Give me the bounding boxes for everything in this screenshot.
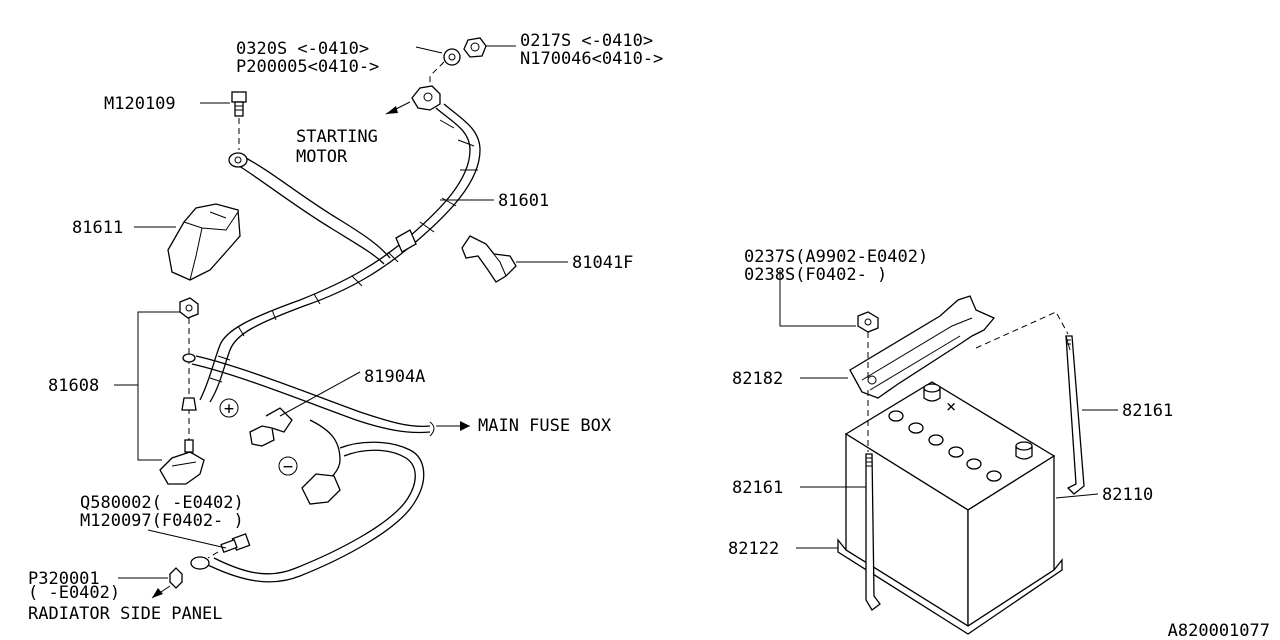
bolt-m120109: [231, 91, 247, 117]
label-82110: 82110: [1102, 485, 1153, 505]
ground-cable-lower-edge: [213, 449, 416, 575]
main-cable-81601-edge: [209, 103, 481, 403]
plus-sign: +: [224, 399, 234, 419]
battery-x-mark: ×: [946, 397, 956, 417]
label-81601: 81601: [498, 191, 549, 211]
battery-tray-82122: [837, 538, 1063, 635]
diagram-id: A820001077: [1168, 621, 1270, 640]
ground-cable-lower: [191, 441, 425, 583]
plus-sign-circle: [219, 398, 239, 418]
minus-sign-circle: [278, 456, 298, 476]
leader-0320s: [415, 46, 443, 54]
arrow-head-radiator: [152, 588, 163, 598]
dash-bracket-to-rod: [975, 311, 1069, 349]
ground-cable-upper-edge: [235, 163, 385, 265]
washer-0320s: [443, 48, 461, 66]
dash-washer-to-terminal: [429, 61, 445, 88]
bolt-m120097: [220, 533, 251, 553]
nut-0237s: [857, 311, 879, 333]
label-81904a: 81904A: [364, 367, 425, 387]
negative-terminal-clamp: [301, 473, 341, 505]
label-p200005: P200005<0410->: [236, 57, 379, 77]
rod-82161-right: [1065, 335, 1085, 495]
leader-81608-bracket: [137, 311, 180, 461]
cable-clamp: [395, 229, 417, 253]
arrow-head-starting-motor: [386, 106, 398, 114]
nut-0217s: [463, 37, 487, 58]
connector-81904a: [249, 407, 293, 447]
cable-stripes: [209, 119, 478, 383]
fuse-cable-edge: [191, 363, 431, 434]
label-starting: STARTING: [296, 127, 378, 147]
bolt-81608: [181, 397, 197, 453]
leader-81904a: [279, 371, 361, 417]
leader-m120097: [147, 529, 227, 549]
label-82122: 82122: [728, 539, 779, 559]
label-82161-right: 82161: [1122, 401, 1173, 421]
positive-terminal-clamp: [159, 451, 205, 485]
nut-81608: [179, 297, 199, 319]
label-81608: 81608: [48, 376, 99, 396]
ground-cable-upper: [241, 155, 391, 259]
bracket-81041f: [461, 235, 517, 283]
ring-terminal-lower: [190, 556, 210, 570]
label-p320001-range: ( -E0402): [28, 583, 120, 603]
label-radiator-side-panel: RADIATOR SIDE PANEL: [28, 604, 222, 624]
clip-p320001: [169, 567, 183, 589]
arrow-head-main-fuse: [460, 421, 470, 431]
terminal-cover-81611: [167, 203, 241, 281]
label-m120097: M120097(F0402- ): [80, 511, 244, 531]
ring-terminal-upper: [228, 152, 248, 168]
washer-81608: [182, 353, 196, 363]
label-0238s: 0238S(F0402- ): [744, 265, 887, 285]
label-p320001: P320001: [28, 569, 100, 589]
battery-82110: [844, 381, 1056, 628]
label-q580002: Q580002( -E0402): [80, 493, 244, 513]
leader-0237s: [779, 270, 856, 327]
hold-down-bracket-82182: [849, 295, 996, 399]
label-81611: 81611: [72, 218, 123, 238]
label-82161-left: 82161: [732, 478, 783, 498]
leader-82110: [1055, 493, 1099, 499]
label-main-fuse-box: MAIN FUSE BOX: [478, 416, 612, 436]
starting-motor-terminal: [411, 85, 441, 111]
label-82182: 82182: [732, 369, 783, 389]
label-n170046: N170046<0410->: [520, 49, 663, 69]
label-0237s: 0237S(A9902-E0402): [744, 247, 928, 267]
label-0217s: 0217S <-0410>: [520, 31, 653, 51]
minus-sign: −: [283, 457, 293, 477]
label-0320s: 0320S <-0410>: [236, 39, 369, 59]
rod-82161-left: [865, 453, 881, 611]
label-81041f: 81041F: [572, 253, 633, 273]
label-motor: MOTOR: [296, 147, 348, 167]
dash-m120097: [207, 551, 219, 559]
label-m120109: M120109: [104, 94, 176, 114]
fuse-cable: [195, 355, 431, 428]
main-cable-81601: [199, 107, 471, 401]
